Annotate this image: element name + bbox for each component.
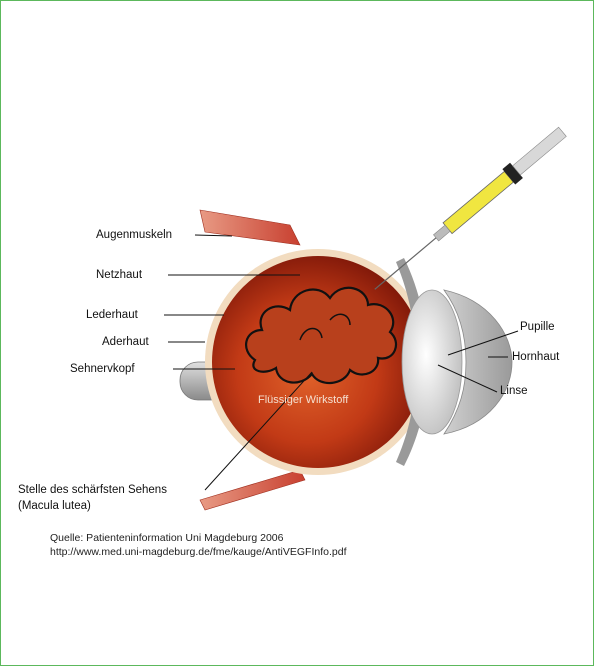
upper-muscle — [200, 210, 300, 245]
label-hornhaut: Hornhaut — [512, 351, 559, 363]
label-macula-line2: (Macula lutea) — [18, 500, 91, 512]
label-linse: Linse — [500, 385, 528, 397]
source-line-1: Quelle: Patienteninformation Uni Magdebu… — [50, 532, 283, 544]
label-aderhaut: Aderhaut — [102, 336, 149, 348]
label-pupille: Pupille — [520, 321, 555, 333]
label-sehnervkopf: Sehnervkopf — [70, 363, 135, 375]
label-lederhaut: Lederhaut — [86, 309, 138, 321]
label-macula-line1: Stelle des schärfsten Sehens — [18, 484, 167, 496]
label-wirkstoff: Flüssiger Wirkstoff — [258, 394, 348, 406]
label-augenmuskeln: Augenmuskeln — [96, 229, 172, 241]
lower-muscle — [200, 470, 305, 510]
source-line-2[interactable]: http://www.med.uni-magdeburg.de/fme/kaug… — [50, 546, 347, 558]
syringe — [368, 124, 569, 297]
label-netzhaut: Netzhaut — [96, 269, 142, 281]
lens — [402, 290, 462, 434]
